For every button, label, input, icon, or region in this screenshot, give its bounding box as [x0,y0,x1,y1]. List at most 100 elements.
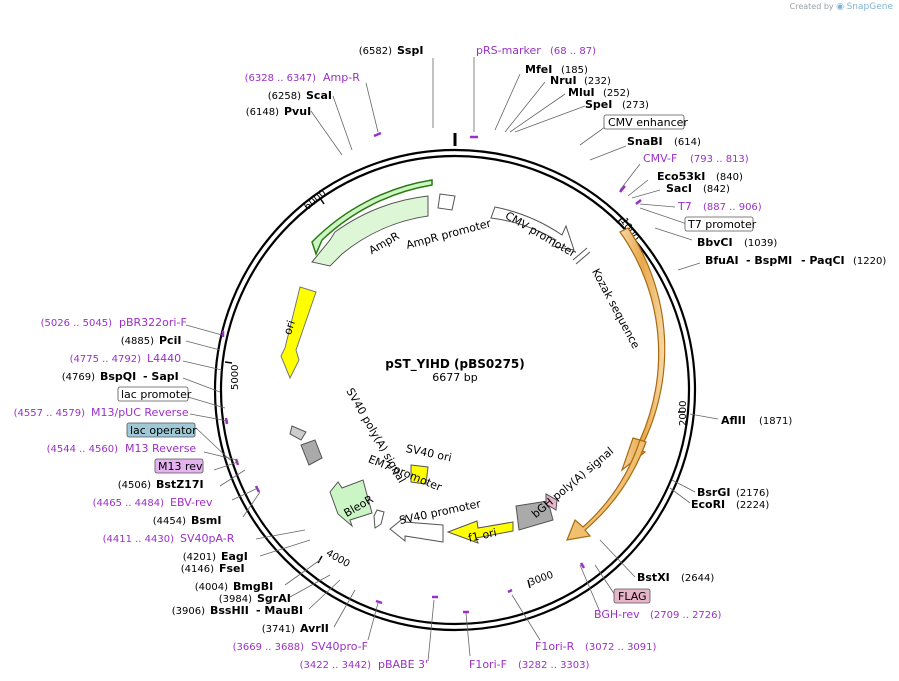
site-bsrgi-name[interactable]: BsrGI [697,486,730,499]
site-scai-name[interactable]: ScaI [306,89,332,102]
cmv-enhancer-box[interactable] [603,114,685,130]
primer-sv40pro-f-pos: (3669 .. 3688) [233,642,305,653]
site-bsrgi-pos: (2176) [736,488,769,499]
site-mfei-name[interactable]: MfeI [525,63,552,76]
boxed-labels: CMV enhancer T7 promoter FLAG lac promot… [117,114,757,604]
ori-label: ori [281,319,298,337]
site-bsshii-name[interactable]: BssHII [210,604,249,617]
lac-promoter-box[interactable] [117,386,189,402]
site-paqci-name[interactable]: - PaqCI [801,254,845,267]
site-saci-pos: (842) [703,184,730,195]
primer-sv40pa-r-name[interactable]: SV40pA-R [180,532,235,545]
site-pvui-name[interactable]: PvuI [284,105,311,118]
primer-sv40pro-f-name[interactable]: SV40pro-F [311,640,368,653]
site-bmgbi-name[interactable]: BmgBI [233,580,273,593]
primer-prs-marker-name[interactable]: pRS-marker [476,44,541,57]
site-saci-name[interactable]: SacI [666,182,692,195]
primer-pbr322ori-f-name[interactable]: pBR322ori-F [119,316,187,329]
primer-cmv-f-name[interactable]: CMV-F [643,152,677,165]
site-maubi-name[interactable]: - MauBI [256,604,303,617]
credit-brand: SnapGene [846,2,893,12]
site-bfuai-name[interactable]: BfuAI [705,254,739,267]
f1-ori-feature[interactable] [446,520,514,544]
site-bfuai-pos: (1220) [853,256,886,267]
site-bspqi-name[interactable]: BspQI [100,370,136,383]
tick-label-3000: 3000 [527,570,555,589]
site-mlui-name[interactable]: MluI [568,86,595,99]
primer-f1ori-r-name[interactable]: F1ori-R [535,640,575,653]
site-bbvci-name[interactable]: BbvCI [697,236,733,249]
site-sapi-name[interactable]: - SapI [143,370,179,383]
primer-pbabe-pos: (3422 .. 3442) [300,660,372,671]
site-pcii-name[interactable]: PciI [159,334,181,347]
ori-feature[interactable] [280,286,317,380]
site-eco53ki-name[interactable]: Eco53kI [657,170,705,183]
primer-bgh-rev-name[interactable]: BGH-rev [594,608,640,621]
site-avrii-name[interactable]: AvrII [300,622,329,635]
site-nrui-name[interactable]: NruI [550,74,577,87]
m13-rev-box[interactable] [154,458,204,474]
tick-label-5000: 5000 [230,365,241,390]
site-spei-name[interactable]: SpeI [585,98,612,111]
ampr-promoter[interactable] [437,193,456,211]
bleor-feature[interactable] [329,479,373,528]
orange-orf-upper[interactable] [619,227,666,472]
site-bstxi-pos: (2644) [681,573,714,584]
site-snabi-name[interactable]: SnaBI [627,135,663,148]
site-spei-pos: (273) [622,100,649,111]
site-bmgbi-pos: (4004) [195,582,228,593]
site-fsei-name[interactable]: FseI [219,562,245,575]
flag-label: FLAG [618,590,647,603]
site-eagi-pos: (4201) [183,552,216,563]
site-ecori-name[interactable]: EcoRI [691,498,725,511]
orange-orf-lower[interactable] [566,439,647,541]
lac-operator-label: lac operator [130,424,197,437]
ampr-arrow[interactable] [311,179,433,257]
backbone-inner [219,154,691,626]
site-bspmi-name[interactable]: - BspMI [746,254,792,267]
credit-prefix: Created by [789,2,834,11]
site-eagi-name[interactable]: EagI [221,550,248,563]
site-bsshii-pos: (3906) [172,606,205,617]
primer-pbabe-name[interactable]: pBABE 3' [378,658,428,671]
ampr-feature[interactable] [311,195,429,267]
bgh-polya-feature[interactable] [515,500,554,531]
primer-ampr-name[interactable]: Amp-R [323,71,360,84]
flag-feature[interactable] [545,493,558,511]
sv40-promoter-feature[interactable] [389,514,444,543]
lac-promoter-label: lac promoter [121,388,192,401]
site-bsmi-pos: (4454) [153,516,186,527]
em7-promoter-feature[interactable] [373,509,385,529]
primer-ebv-rev-name[interactable]: EBV-rev [170,496,213,509]
site-sgrai-name[interactable]: SgrAI [257,592,291,605]
site-fsei-pos: (4146) [181,564,214,575]
site-mlui-pos: (252) [603,88,630,99]
cmv-promoter[interactable] [490,206,575,251]
sv40-ori-feature[interactable] [410,464,429,485]
site-avrii-pos: (3741) [262,624,295,635]
site-bstxi-name[interactable]: BstXI [637,571,670,584]
primer-t7-name[interactable]: T7 [677,200,692,213]
lac-operator-box[interactable] [126,422,196,438]
site-bsmi-name[interactable]: BsmI [191,514,222,527]
primer-l4440-name[interactable]: L4440 [147,352,181,365]
site-sspi-name[interactable]: SspI [397,44,423,57]
t7-promoter-box[interactable] [684,216,754,232]
primer-m13puc-name[interactable]: M13/pUC Reverse [91,406,189,419]
primer-m13-reverse-name[interactable]: M13 Reverse [125,442,196,455]
primer-f1ori-f-name[interactable]: F1ori-F [469,658,507,671]
plasmid-size: 6677 bp [432,371,477,384]
site-aflii-pos: (1871) [759,416,792,427]
site-bstz17i-name[interactable]: BstZ17I [156,478,204,491]
m13-rev-label: M13 rev [158,460,203,473]
site-mfei-pos: (185) [561,65,588,76]
tick-label-4000: 4000 [324,548,352,570]
primer-ampr-pos: (6328 .. 6347) [245,73,317,84]
primer-m13puc-pos: (4557 .. 4579) [14,408,86,419]
ampr-promoter-label: AmpR promoter [405,217,493,252]
sv40-polya-feature[interactable] [300,439,323,466]
callout-lines [182,57,719,662]
flag-box[interactable] [613,588,651,604]
primer-pbr322ori-f-pos: (5026 .. 5045) [41,318,113,329]
site-aflii-name[interactable]: AflII [721,414,746,427]
